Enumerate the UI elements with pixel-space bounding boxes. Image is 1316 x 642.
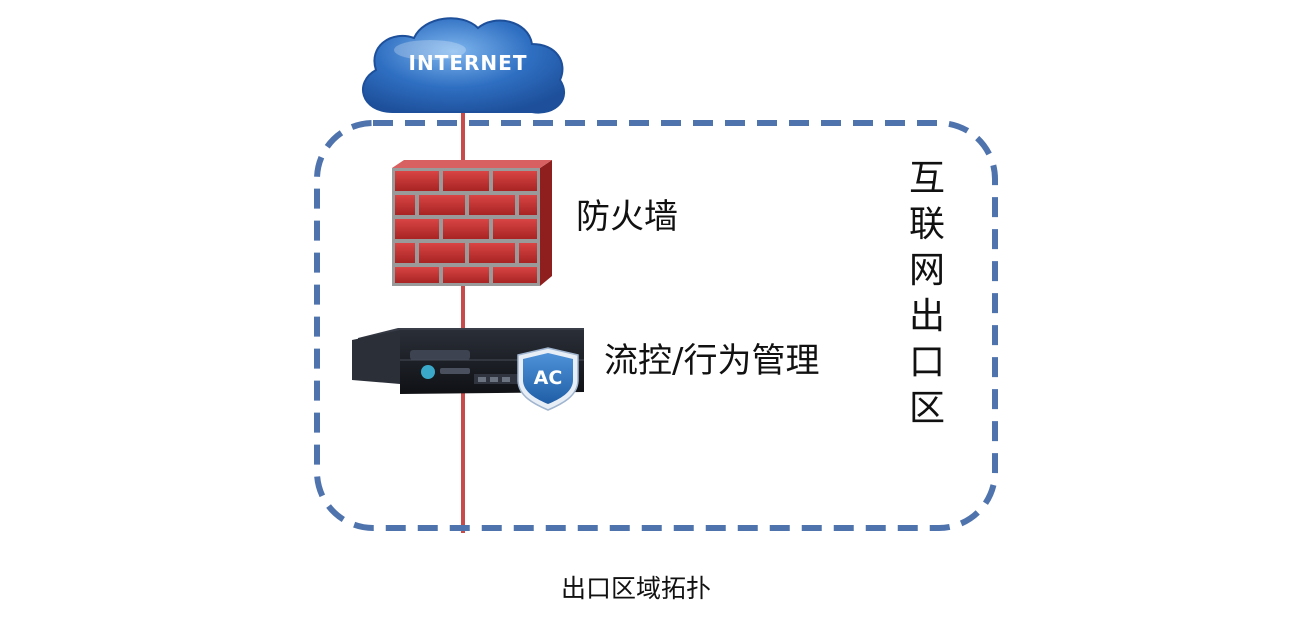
firewall-icon xyxy=(392,160,552,286)
firewall-label: 防火墙 xyxy=(576,197,678,237)
internet-label: INTERNET xyxy=(409,51,528,75)
ac-shield-icon: AC xyxy=(517,347,579,411)
ac-badge-label: AC xyxy=(534,367,563,389)
cloud-icon: INTERNET xyxy=(361,17,566,114)
zone-label-char: 口 xyxy=(909,342,945,383)
zone-label-char: 网 xyxy=(909,250,945,291)
zone-label-char: 出 xyxy=(909,296,945,337)
ac-device-label: 流控/行为管理 xyxy=(604,341,819,381)
zone-label-char: 互 xyxy=(909,158,945,199)
exit-zone-boundary xyxy=(314,120,998,531)
figure-caption: 出口区域拓扑 xyxy=(561,574,711,603)
zone-label-char: 联 xyxy=(909,204,945,245)
zone-vertical-label: 互 联 网 出 口 区 xyxy=(909,158,945,429)
zone-label-char: 区 xyxy=(909,388,945,429)
